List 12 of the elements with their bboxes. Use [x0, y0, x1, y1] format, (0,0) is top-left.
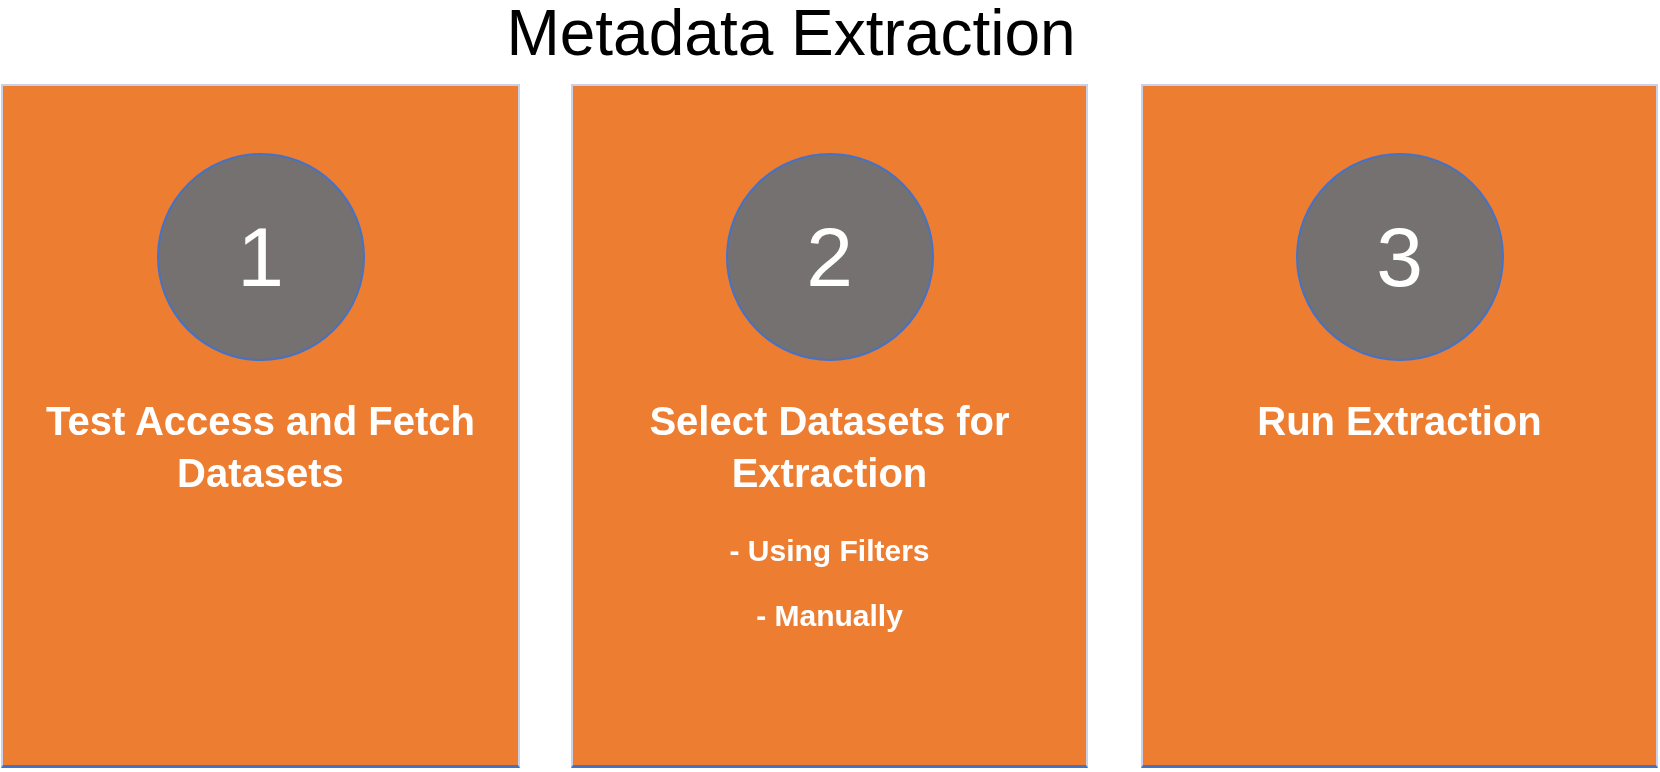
step-heading: Select Datasets for Extraction	[648, 398, 1011, 497]
step-panel	[1, 84, 520, 768]
step-panel	[1141, 84, 1658, 768]
step-panel	[571, 84, 1088, 768]
step-heading: Run Extraction	[1257, 398, 1542, 445]
step-heading: Test Access and Fetch Datasets	[44, 398, 476, 497]
step-number: 1	[237, 215, 284, 299]
step-number: 3	[1376, 215, 1423, 299]
diagram-title: Metadata Extraction	[506, 1, 1076, 65]
step-number: 2	[806, 215, 853, 299]
step-detail: - Using Filters	[729, 533, 930, 569]
step-detail: - Manually	[756, 598, 903, 634]
